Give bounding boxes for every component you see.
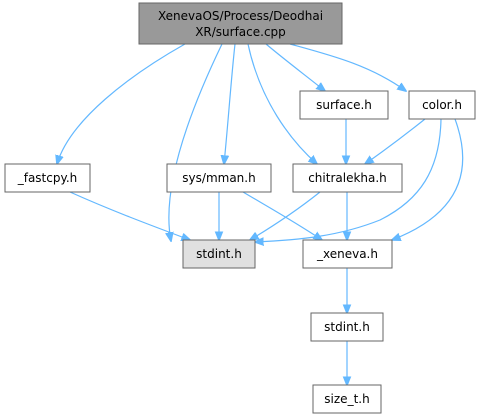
node-xeneva-label: _xeneva.h — [316, 247, 378, 261]
edge-root-stdint-sys — [169, 43, 223, 241]
node-color-h[interactable]: color.h — [408, 90, 476, 120]
node-size-t-label: size_t.h — [324, 392, 369, 406]
edge-color-chitralekha — [365, 118, 426, 164]
node-xeneva-h[interactable]: _xeneva.h — [302, 239, 393, 269]
node-root-label-line2: XR/surface.cpp — [195, 25, 286, 39]
node-stdint-h-system[interactable]: stdint.h — [182, 239, 256, 269]
node-fastcpy-h[interactable]: _fastcpy.h — [4, 163, 91, 193]
node-chitralekha-label: chitralekha.h — [308, 171, 387, 185]
node-chitralekha-h[interactable]: chitralekha.h — [292, 163, 403, 193]
node-root-surface-cpp[interactable]: XenevaOS/Process/Deodhai XR/surface.cpp — [138, 2, 343, 45]
node-stdint-local-label: stdint.h — [324, 320, 370, 334]
node-sys-mman-h[interactable]: sys/mman.h — [166, 163, 272, 193]
edge-root-sysmman — [224, 43, 236, 164]
graph-edges — [57, 43, 464, 385]
node-stdint-h-local[interactable]: stdint.h — [310, 312, 384, 342]
node-size-t-h[interactable]: size_t.h — [312, 384, 382, 414]
edge-root-fastcpy — [57, 43, 186, 164]
node-color-label: color.h — [422, 98, 462, 112]
node-sysmman-label: sys/mman.h — [182, 171, 255, 185]
node-surface-h[interactable]: surface.h — [299, 90, 389, 120]
edge-root-color — [289, 43, 406, 91]
node-surface-label: surface.h — [316, 98, 372, 112]
graph-nodes: XenevaOS/Process/Deodhai XR/surface.cpp … — [4, 2, 476, 414]
edge-root-surface — [265, 43, 325, 91]
node-fastcpy-label: _fastcpy.h — [17, 171, 78, 185]
edge-color-stdint-sys — [255, 118, 442, 242]
edge-sysmman-xeneva — [242, 191, 322, 240]
edge-color-xeneva — [392, 118, 464, 240]
node-stdint-sys-label: stdint.h — [196, 247, 242, 261]
edge-fastcpy-stdint-sys — [69, 191, 190, 240]
edge-chitralekha-stdint-sys — [250, 191, 321, 240]
node-root-label-line1: XenevaOS/Process/Deodhai — [158, 9, 323, 23]
edge-root-chitralekha — [247, 43, 317, 164]
